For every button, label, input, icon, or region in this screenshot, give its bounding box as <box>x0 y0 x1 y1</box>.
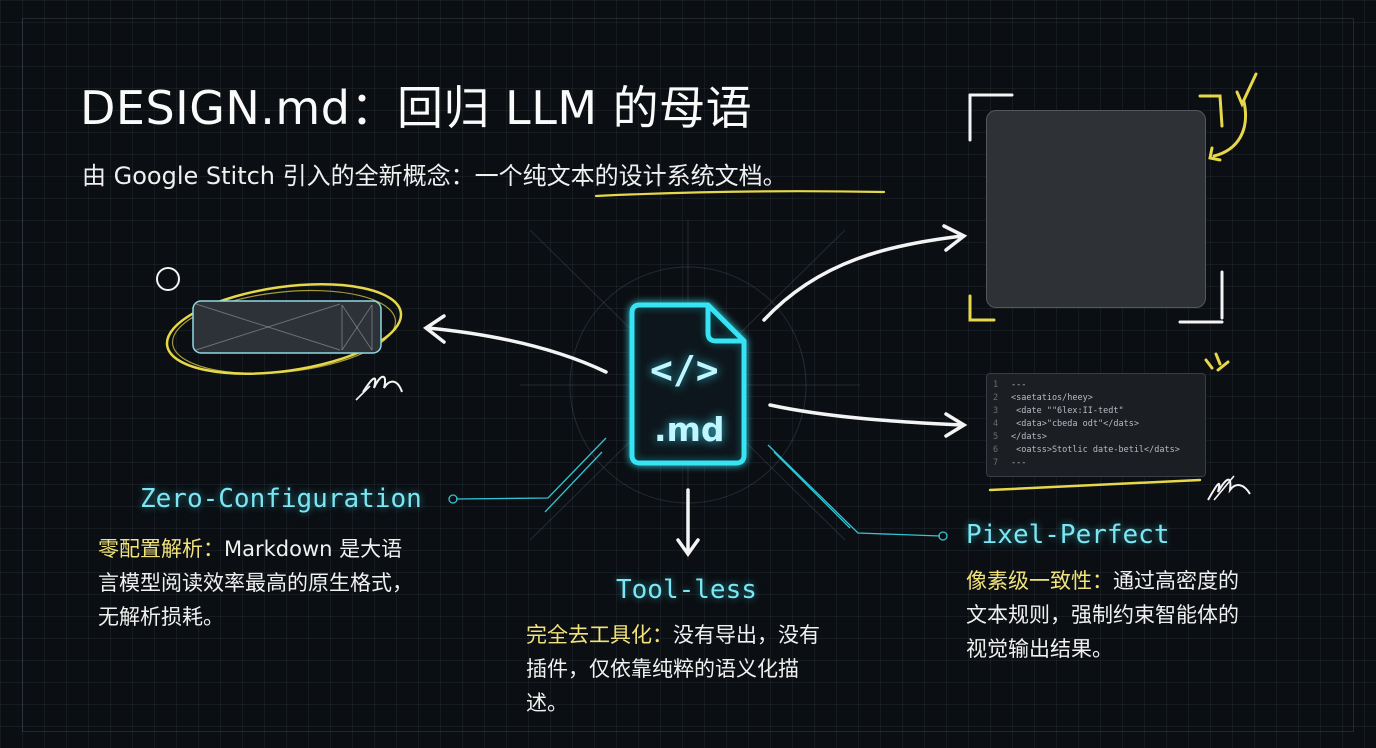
markdown-file-icon <box>629 302 747 466</box>
feature-highlight: 像素级一致性： <box>966 569 1113 593</box>
page-subtitle: 由 Google Stitch 引入的全新概念：一个纯文本的设计系统文档。 <box>82 162 787 190</box>
feature-title-pixel-perfect: Pixel-Perfect <box>966 520 1170 550</box>
code-line: 2<saetatios/heey> <box>993 393 1093 403</box>
code-line: 4 <data>"cbeda odt"</dats> <box>993 419 1139 429</box>
outer-frame <box>22 18 1354 732</box>
desc-line: 文本规则，强制约束智能体的 <box>966 603 1239 627</box>
md-extension-label: .md <box>654 410 725 449</box>
code-line: 1--- <box>993 380 1027 390</box>
feature-desc-zero-config: 零配置解析：Markdown 是大语 言模型阅读效率最高的原生格式， 无解析损耗… <box>98 532 438 634</box>
subtitle-underline <box>594 190 886 198</box>
desc-line: 通过高密度的 <box>1113 569 1239 593</box>
ui-card-mockup <box>986 110 1206 308</box>
desc-line: 插件，仅依靠纯粹的语义化描 <box>526 657 799 681</box>
code-underline <box>988 475 1251 501</box>
desc-line: Markdown 是大语 <box>224 537 403 561</box>
code-line: 7--- <box>993 458 1027 468</box>
arrows <box>423 224 968 558</box>
desc-line: 言模型阅读效率最高的原生格式， <box>98 571 413 595</box>
feature-highlight: 零配置解析： <box>98 537 224 561</box>
code-tag-glyph: </> <box>650 348 719 392</box>
desc-line: 述。 <box>526 691 568 715</box>
card-frame-brackets <box>968 93 1224 324</box>
desc-line: 没有导出，没有 <box>673 623 820 647</box>
code-line: 5</dats> <box>993 432 1047 442</box>
cyan-connectors <box>448 437 948 541</box>
code-line: 3 <date ""6lex:II-tedt" <box>993 406 1124 416</box>
page-title: DESIGN.md：回归 LLM 的母语 <box>80 81 753 135</box>
code-snippet-panel: 1--- 2<saetatios/heey> 3 <date ""6lex:II… <box>986 373 1206 477</box>
feature-title-zero-config: Zero-Configuration <box>140 484 422 514</box>
compact-bar-widget <box>156 267 403 401</box>
feature-highlight: 完全去工具化： <box>526 623 673 647</box>
desc-line: 无解析损耗。 <box>98 605 224 629</box>
yellow-marks <box>968 72 1258 372</box>
feature-title-tool-less: Tool-less <box>616 575 757 605</box>
feature-desc-pixel-perfect: 像素级一致性：通过高密度的 文本规则，强制约束智能体的 视觉输出结果。 <box>966 564 1286 666</box>
feature-desc-tool-less: 完全去工具化：没有导出，没有 插件，仅依靠纯粹的语义化描 述。 <box>526 618 856 720</box>
desc-line: 视觉输出结果。 <box>966 637 1113 661</box>
code-line: 6 <oatss>Stotlic date-betil</dats> <box>993 445 1180 455</box>
